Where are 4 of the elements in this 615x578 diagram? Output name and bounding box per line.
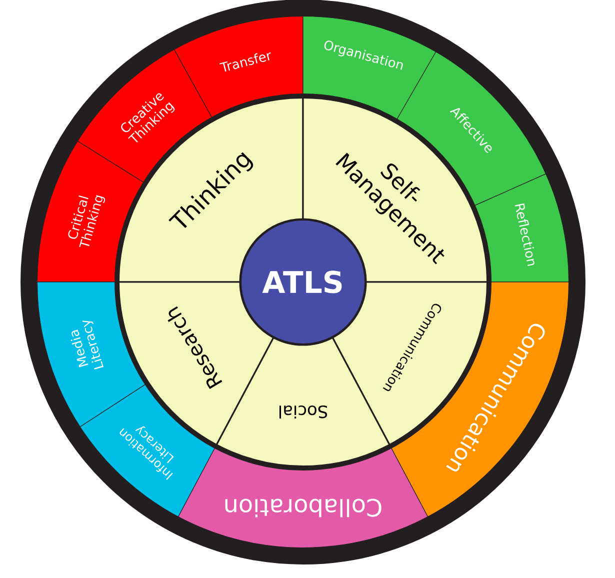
- ring-segment: Transfer: [174, 16, 304, 120]
- ring-segment: Collaboration: [178, 446, 428, 548]
- ring-segment: Reflection: [472, 174, 570, 282]
- ring-segment: Media Literacy: [36, 282, 148, 428]
